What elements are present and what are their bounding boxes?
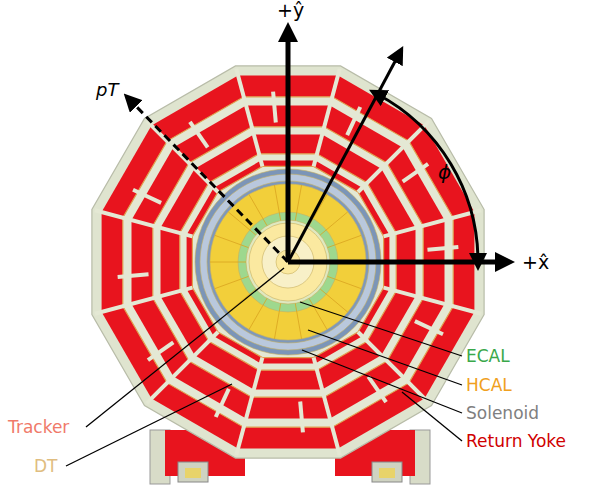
chamber-gap (415, 321, 443, 334)
calorimeter-wedge (295, 185, 301, 220)
calorimeter-wedge (215, 276, 249, 288)
chamber-gap (95, 288, 193, 314)
axis-label: pT (96, 80, 118, 100)
chamber-gap (236, 358, 262, 456)
part-label: Return Yoke (466, 431, 566, 451)
calorimeter-wedge (320, 212, 348, 235)
chamber-gap (314, 69, 340, 167)
calorimeter-wedge (210, 262, 246, 263)
chamber-gap (216, 389, 229, 417)
part-label: ECAL (466, 346, 510, 366)
chamber-gap (133, 190, 161, 203)
chamber-gap (147, 332, 218, 403)
chamber-gap (190, 122, 208, 147)
calorimeter-wedge (309, 298, 327, 329)
chamber-gap (273, 92, 276, 123)
calorimeter-wedge (327, 235, 361, 247)
part-label: HCAL (466, 375, 512, 395)
axis-label: +ŷ (277, 0, 304, 20)
chamber-gap (300, 401, 303, 432)
part-label: DT (34, 456, 57, 476)
calorimeter-wedge (249, 194, 267, 225)
angle-label: ϕ (438, 162, 451, 182)
chamber-gap (403, 164, 428, 182)
chamber-gap (314, 358, 340, 456)
calorimeter-wedge (274, 303, 280, 338)
chamber-gap (358, 121, 429, 192)
calorimeter-wedge (215, 235, 249, 247)
axes (130, 32, 505, 262)
part-label: Solenoid (466, 403, 539, 423)
part-label: Tracker (8, 417, 69, 437)
chamber-gap (368, 377, 386, 402)
calorimeter-wedge (320, 289, 348, 312)
chamber-gap (95, 210, 193, 236)
chamber-gap (427, 247, 458, 250)
chamber-gap (236, 69, 262, 167)
chamber-gap (118, 274, 149, 277)
calorimeter-wedge (274, 185, 280, 220)
chamber-gap (148, 342, 173, 360)
axis-label: +x̂ (522, 252, 549, 272)
chamber-gap (147, 121, 218, 192)
chamber-gap (358, 332, 429, 403)
calorimeter-wedge (327, 276, 361, 288)
leader-lines (66, 268, 462, 466)
chamber-gap (384, 288, 482, 314)
calorimeter-wedge (295, 303, 301, 338)
chamber-gap (384, 210, 482, 236)
calorimeter-wedge (249, 298, 267, 329)
calorimeter-wedge (309, 194, 327, 225)
